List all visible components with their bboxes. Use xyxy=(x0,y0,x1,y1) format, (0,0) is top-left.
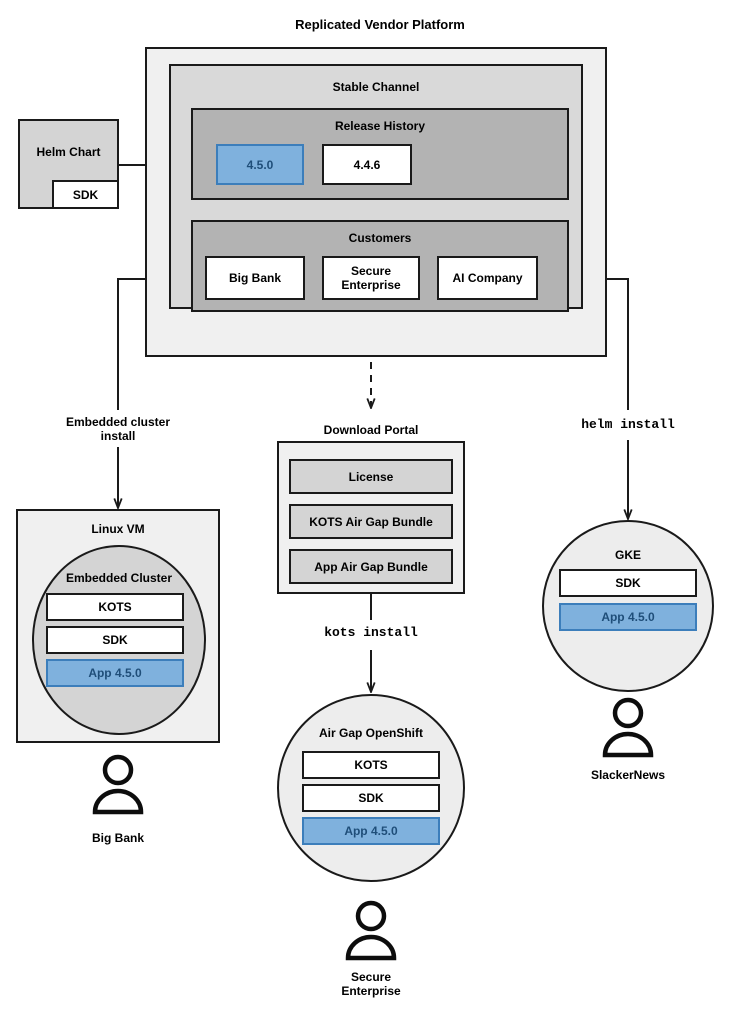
environment-label: Air Gap OpenShift xyxy=(318,726,423,740)
component-app[interactable]: App 4.5.0 xyxy=(559,603,697,631)
release-card-4-5-0[interactable]: 4.5.0 xyxy=(216,144,304,185)
customer-name-label: AI Company xyxy=(452,271,523,285)
environment-label: GKE xyxy=(614,548,641,562)
embedded-cluster-label: Embedded Cluster xyxy=(65,571,173,585)
component-sdk[interactable]: SDK xyxy=(46,626,184,654)
stable-channel-label: Stable Channel xyxy=(332,80,420,94)
sdk-label: SDK xyxy=(72,187,99,202)
component-label: App 4.5.0 xyxy=(88,666,142,680)
component-label: App 4.5.0 xyxy=(344,824,398,838)
customer-card-secure-enterprise[interactable]: Secure Enterprise xyxy=(322,256,420,300)
user-label-slackernews: SlackerNews xyxy=(590,768,666,782)
artifact-label: App Air Gap Bundle xyxy=(314,559,428,574)
component-label: SDK xyxy=(615,576,641,590)
person-icon-big-bank xyxy=(92,754,144,815)
customers-label: Customers xyxy=(348,231,412,245)
connector-label-embedded-install: Embedded cluster install xyxy=(65,415,171,443)
connector-label-helm-install: helm install xyxy=(581,417,675,432)
artifact-label: KOTS Air Gap Bundle xyxy=(309,514,433,529)
customer-name-label: Secure Enterprise xyxy=(341,264,401,292)
connector-label-kots-install: kots install xyxy=(324,625,418,640)
portal-artifact-kots-air-gap-bundle[interactable]: KOTS Air Gap Bundle xyxy=(289,504,453,539)
portal-artifact-app-air-gap-bundle[interactable]: App Air Gap Bundle xyxy=(289,549,453,584)
release-version-label: 4.5.0 xyxy=(246,157,274,172)
component-app[interactable]: App 4.5.0 xyxy=(302,817,440,845)
portal-artifact-license[interactable]: License xyxy=(289,459,453,494)
page-title: Replicated Vendor Platform xyxy=(295,17,465,32)
component-kots[interactable]: KOTS xyxy=(302,751,440,779)
person-icon-secure-enterprise xyxy=(345,900,397,961)
helm-chart-sdk-box[interactable]: SDK xyxy=(52,180,119,209)
component-label: KOTS xyxy=(98,600,132,614)
download-portal-label: Download Portal xyxy=(323,423,419,437)
release-card-4-4-6[interactable]: 4.4.6 xyxy=(322,144,412,185)
component-sdk[interactable]: SDK xyxy=(302,784,440,812)
customer-card-big-bank[interactable]: Big Bank xyxy=(205,256,305,300)
component-kots[interactable]: KOTS xyxy=(46,593,184,621)
release-version-label: 4.4.6 xyxy=(353,157,381,172)
person-icon-slackernews xyxy=(602,697,654,758)
helm-chart-label: Helm Chart xyxy=(36,145,101,159)
customer-name-label: Big Bank xyxy=(228,271,281,285)
component-label: KOTS xyxy=(354,758,388,772)
component-label: SDK xyxy=(102,633,128,647)
release-history-label: Release History xyxy=(334,119,426,133)
artifact-label: License xyxy=(348,469,394,484)
user-label-big-bank: Big Bank xyxy=(91,831,144,845)
customer-card-ai-company[interactable]: AI Company xyxy=(437,256,538,300)
component-app[interactable]: App 4.5.0 xyxy=(46,659,184,687)
component-label: SDK xyxy=(358,791,384,805)
user-label-secure-enterprise: Secure Enterprise xyxy=(341,970,401,998)
component-sdk[interactable]: SDK xyxy=(559,569,697,597)
component-label: App 4.5.0 xyxy=(601,610,655,624)
environment-label: Linux VM xyxy=(91,522,145,536)
